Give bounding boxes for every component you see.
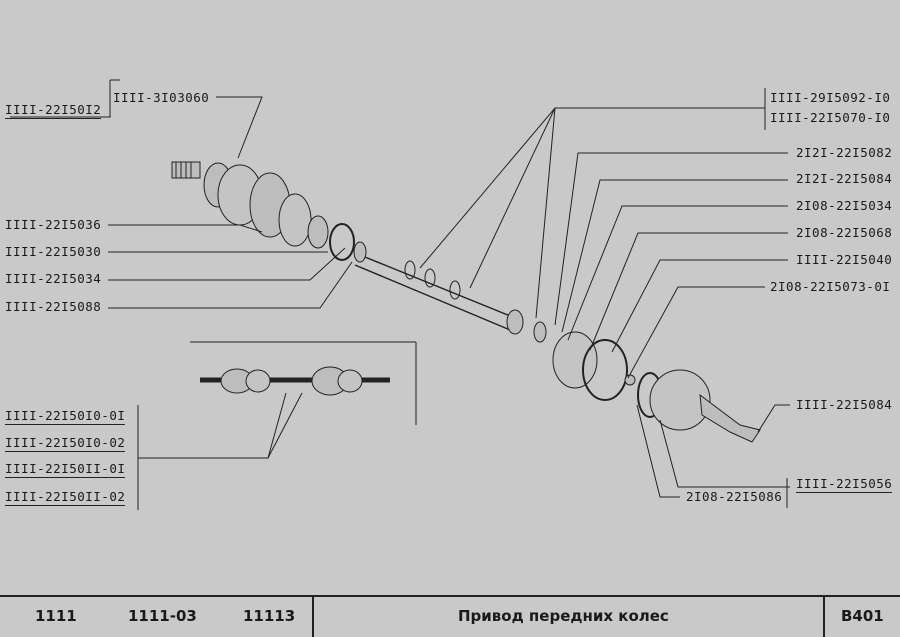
footer-model-2: 1111-03 xyxy=(128,607,197,625)
label-2215036: IIII-22I5036 xyxy=(5,217,102,232)
label-2215030: IIII-22I5030 xyxy=(5,244,102,259)
label-2215011-01: IIII-22I50II-0I xyxy=(5,461,126,478)
footer-model-1: 1111 xyxy=(35,607,77,625)
inner-cv-joint xyxy=(171,161,367,263)
label-2215012: IIII-22I50I2 xyxy=(5,102,102,119)
label-3103060: IIII-3I03060 xyxy=(113,90,210,105)
main-shaft xyxy=(354,254,521,333)
label-2108-5073: 2I08-22I5073-0I xyxy=(770,279,891,294)
label-2108-5068: 2I08-22I5068 xyxy=(796,225,893,240)
label-2215034: IIII-22I5034 xyxy=(5,271,102,286)
footer-bar: 1111 1111-03 11113 Привод передних колес… xyxy=(0,595,900,637)
footer-title: Привод передних колес xyxy=(458,607,669,625)
footer-divider xyxy=(312,597,314,637)
label-2215040: IIII-22I5040 xyxy=(796,252,893,267)
label-2121-5084: 2I2I-22I5084 xyxy=(796,171,893,186)
label-2215084: IIII-22I5084 xyxy=(796,397,893,412)
footer-model-3: 11113 xyxy=(243,607,296,625)
drive-shaft-diagram xyxy=(10,79,790,510)
label-2215010-02: IIII-22I50I0-02 xyxy=(5,435,126,452)
label-2108-5034: 2I08-22I5034 xyxy=(796,198,893,213)
label-2215011-02: IIII-22I50II-02 xyxy=(5,489,126,506)
outer-cv-joint xyxy=(506,309,761,443)
footer-code: B401 xyxy=(841,607,884,625)
label-2121-5082: 2I2I-22I5082 xyxy=(796,145,893,160)
leader-lines xyxy=(10,79,790,510)
label-2215010-01: IIII-22I50I0-0I xyxy=(5,408,126,425)
label-2215088: IIII-22I5088 xyxy=(5,299,102,314)
label-2215070: IIII-22I5070-I0 xyxy=(770,110,891,125)
inset-shaft xyxy=(190,341,417,425)
label-2108-5086: 2I08-22I5086 xyxy=(686,489,783,504)
label-2915092: IIII-29I5092-I0 xyxy=(770,90,891,105)
label-2215056: IIII-22I5056 xyxy=(796,476,893,493)
footer-divider xyxy=(823,597,825,637)
